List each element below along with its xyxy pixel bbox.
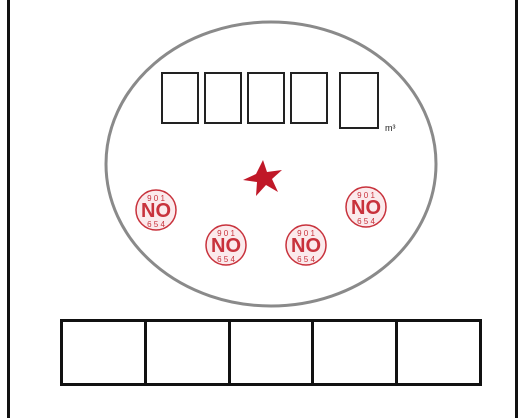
digit-window bbox=[248, 73, 284, 123]
unit-label: m³ bbox=[385, 123, 396, 133]
dial-3: 9 0 1 NO 6 5 4 bbox=[286, 225, 326, 265]
digit-window bbox=[162, 73, 198, 123]
dial-label: NO bbox=[351, 197, 381, 219]
answer-box[interactable] bbox=[314, 322, 398, 383]
digit-window bbox=[340, 73, 378, 128]
digit-window bbox=[205, 73, 241, 123]
digit-windows bbox=[162, 73, 378, 128]
dial-digits-bottom: 6 5 4 bbox=[297, 255, 315, 264]
answer-box-row bbox=[60, 319, 482, 386]
dial-1: 9 0 1 NO 6 5 4 bbox=[136, 190, 176, 230]
answer-box[interactable] bbox=[63, 322, 147, 383]
dial-label: NO bbox=[211, 235, 241, 257]
meter-dial-face bbox=[106, 22, 436, 306]
dial-digits-bottom: 6 5 4 bbox=[357, 217, 375, 226]
dial-digits-bottom: 6 5 4 bbox=[147, 220, 165, 229]
digit-window bbox=[291, 73, 327, 123]
answer-box[interactable] bbox=[398, 322, 479, 383]
dial-4: 9 0 1 NO 6 5 4 bbox=[346, 187, 386, 227]
dial-label: NO bbox=[291, 235, 321, 257]
dial-digits-bottom: 6 5 4 bbox=[217, 255, 235, 264]
answer-box[interactable] bbox=[231, 322, 315, 383]
answer-box[interactable] bbox=[147, 322, 231, 383]
dial-2: 9 0 1 NO 6 5 4 bbox=[206, 225, 246, 265]
dial-label: NO bbox=[141, 200, 171, 222]
